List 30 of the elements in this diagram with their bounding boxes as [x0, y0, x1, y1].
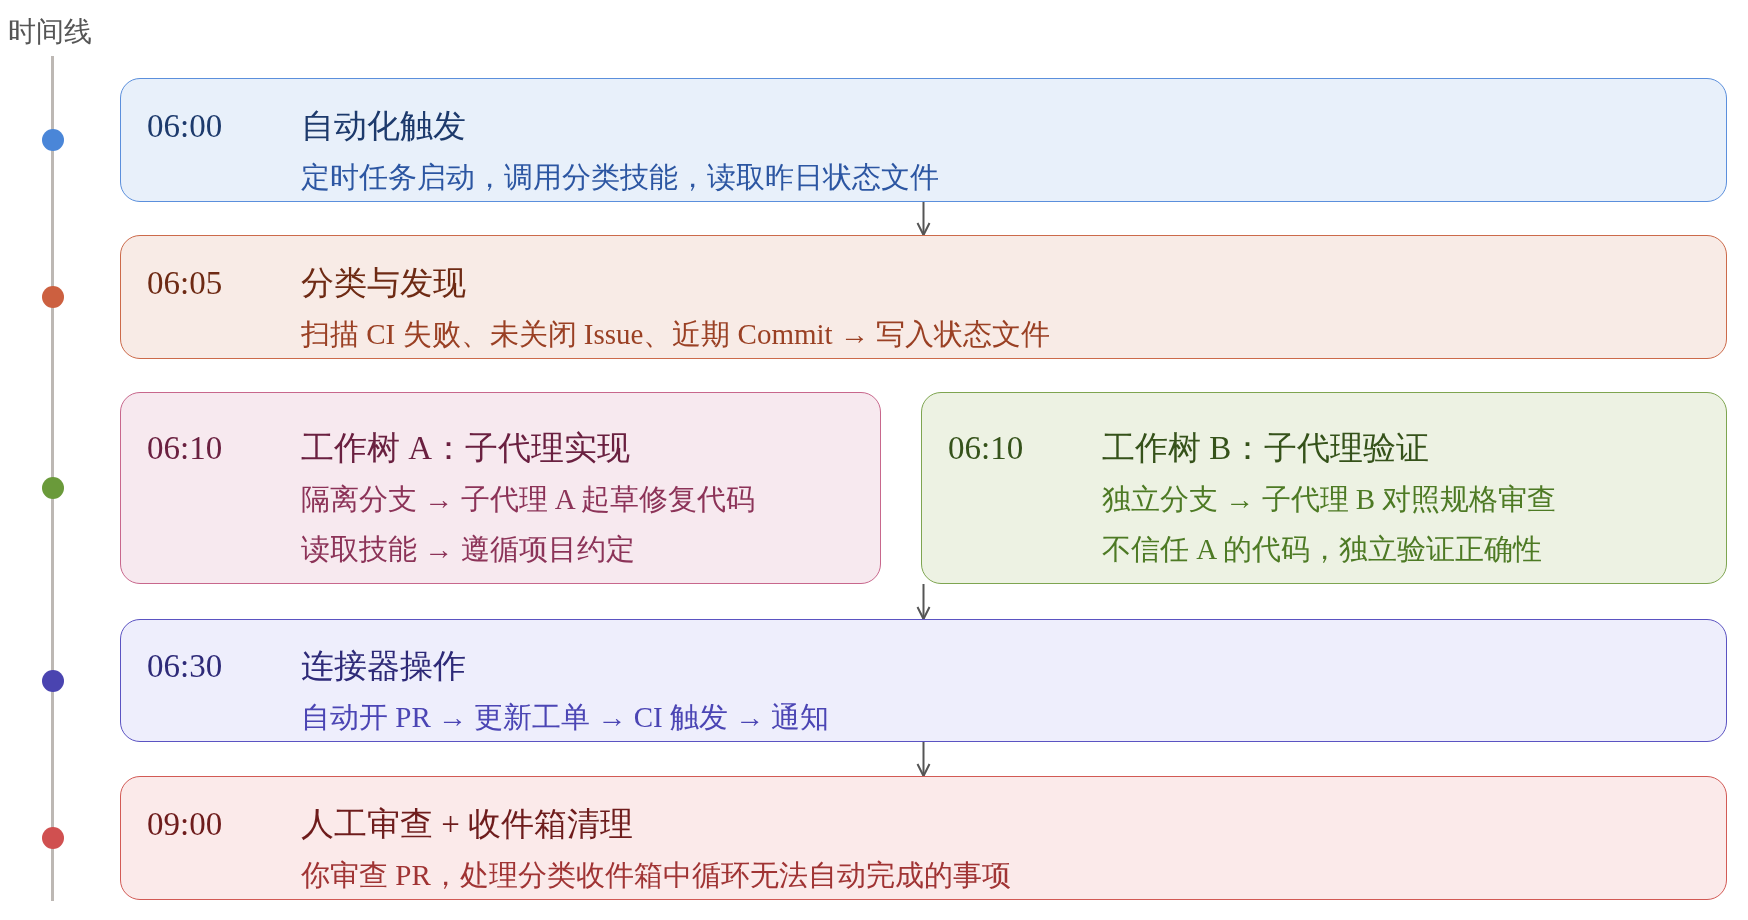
step-title: 工作树 A：子代理实现 — [301, 429, 631, 468]
time-label: 06:05 — [147, 263, 223, 303]
arrow — [916, 201, 931, 236]
step-description: 隔离分支 → 子代理 A 起草修复代码 — [301, 482, 756, 517]
time-label: 06:00 — [147, 106, 223, 146]
step-description: 独立分支 → 子代理 B 对照规格审查 — [1102, 482, 1557, 517]
step-title: 连接器操作 — [301, 647, 466, 686]
step-card — [120, 78, 1727, 202]
arrow — [916, 583, 931, 620]
time-label: 06:10 — [147, 429, 223, 468]
step-title: 分类与发现 — [301, 263, 466, 303]
step-description: 你审查 PR，处理分类收件箱中循环无法自动完成的事项 — [301, 857, 1011, 893]
timeline-heading: 时间线 — [8, 15, 92, 49]
step-title: 自动化触发 — [301, 106, 466, 146]
step-description: 定时任务启动，调用分类技能，读取昨日状态文件 — [301, 159, 939, 195]
step-card — [921, 392, 1727, 584]
step-card — [120, 235, 1727, 359]
time-label: 06:10 — [948, 429, 1024, 468]
time-label: 09:00 — [147, 804, 223, 844]
step-title: 人工审查 + 收件箱清理 — [301, 804, 634, 844]
arrow — [916, 741, 931, 777]
step-card — [120, 619, 1727, 742]
step-description: 自动开 PR → 更新工单 → CI 触发 → 通知 — [301, 700, 830, 735]
step-card — [120, 776, 1727, 900]
step-card — [120, 392, 881, 584]
step-description: 读取技能 → 遵循项目约定 — [301, 532, 635, 567]
step-title: 工作树 B：子代理验证 — [1102, 429, 1430, 468]
time-label: 06:30 — [147, 647, 223, 686]
step-description: 扫描 CI 失败、未关闭 Issue、近期 Commit → 写入状态文件 — [301, 316, 1051, 352]
step-description: 不信任 A 的代码，独立验证正确性 — [1102, 532, 1542, 567]
